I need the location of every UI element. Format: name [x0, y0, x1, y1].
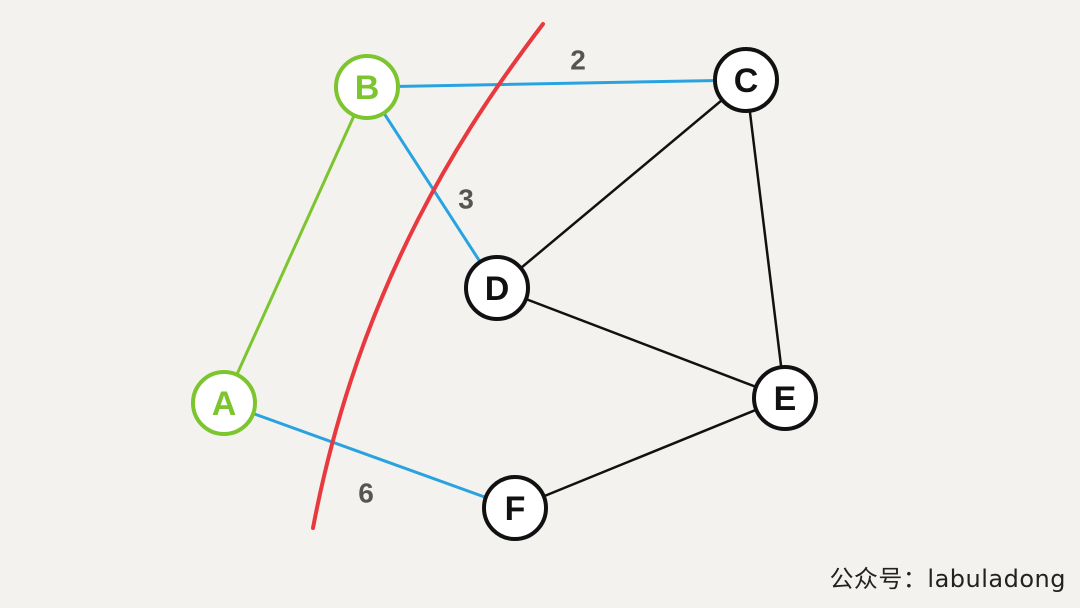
edge-f-e	[513, 396, 787, 510]
node-circle-f	[482, 475, 548, 541]
edge-b-d	[365, 85, 499, 290]
edge-c-e	[744, 78, 787, 400]
cut-line	[311, 22, 545, 530]
node-label-e: E	[774, 380, 797, 418]
edges-layer	[222, 78, 787, 510]
node-circle-b	[334, 54, 400, 120]
node-b: B	[334, 54, 400, 120]
node-label-c: C	[734, 62, 759, 100]
node-circle-c	[713, 47, 779, 113]
node-f: F	[482, 475, 548, 541]
node-label-b: B	[355, 69, 380, 107]
edge-b-c	[365, 78, 748, 89]
node-c: C	[713, 47, 779, 113]
nodes-layer: B C D A E F	[191, 47, 818, 541]
node-circle-a	[191, 370, 257, 436]
weights-layer: 2 3 6	[358, 45, 586, 509]
node-label-f: F	[505, 490, 526, 528]
edge-weight-a-f: 6	[358, 478, 374, 509]
node-a: A	[191, 370, 257, 436]
edge-weight-b-c: 2	[570, 45, 586, 76]
node-d: D	[464, 255, 530, 321]
edge-weight-b-d: 3	[458, 184, 474, 215]
node-label-a: A	[212, 385, 237, 423]
watermark-text: 公众号：labuladong	[829, 565, 1066, 593]
edge-a-b	[222, 85, 369, 405]
node-label-d: D	[485, 270, 510, 308]
edge-c-d	[495, 78, 748, 290]
node-e: E	[752, 365, 818, 431]
node-circle-d	[464, 255, 530, 321]
node-circle-e	[752, 365, 818, 431]
edge-d-e	[495, 286, 787, 400]
edge-a-f	[222, 401, 517, 510]
